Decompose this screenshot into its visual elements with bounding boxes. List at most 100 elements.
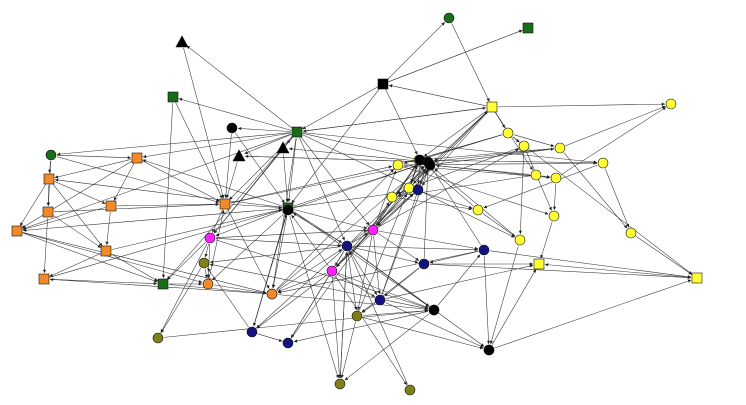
edge-n60-n22 <box>276 165 424 291</box>
edge-n34-n56 <box>215 239 429 309</box>
edge-n54-n57 <box>257 333 283 342</box>
node-n37-navy-circle <box>412 184 424 196</box>
edge-n37-n38 <box>423 192 515 238</box>
node-n11-green-circle <box>45 149 57 161</box>
edge-n9-n33 <box>22 133 292 230</box>
node-n46-green-square <box>157 278 169 290</box>
edge-n60-n15 <box>276 169 394 290</box>
node-n36-navy-circle <box>341 240 353 252</box>
edge-n30-n38 <box>482 213 516 237</box>
node-n15-yellow-circle <box>392 159 404 171</box>
edge-n36-n39 <box>352 245 479 252</box>
node-n1-green-circle <box>443 12 455 24</box>
edge-n10-n18 <box>513 134 555 147</box>
edge-n1-n6 <box>451 23 490 102</box>
edge-n28-n34 <box>215 209 283 237</box>
edge-n30-n63 <box>424 163 474 207</box>
node-n39-navy-circle <box>478 244 490 256</box>
edge-n53-n58 <box>340 321 356 379</box>
node-n25-orange-square <box>42 206 54 218</box>
edge-n59-n36 <box>349 251 408 385</box>
edge-n48-n61 <box>277 294 429 311</box>
edge-n51-n22 <box>293 163 423 209</box>
edge-n9-n11 <box>56 132 292 156</box>
node-n23-yellow-circle <box>530 169 542 181</box>
edge-n36-n50 <box>349 250 378 296</box>
edge-n49-n43 <box>544 263 692 278</box>
edge-n11-n26 <box>56 156 220 204</box>
edge-n19-n32 <box>604 168 630 228</box>
edge-n14-n28 <box>283 153 289 203</box>
edge-n35-n53 <box>357 235 373 311</box>
node-n8-black-circle <box>226 122 238 134</box>
edge-n58-n36 <box>340 251 349 379</box>
node-n18-yellow-circle <box>554 142 566 154</box>
edge-n41-n50 <box>384 267 420 297</box>
edge-n26-n28 <box>230 204 283 210</box>
edge-n34-n42 <box>204 243 209 258</box>
edge-n4-n63 <box>385 89 418 155</box>
edge-n41-n53 <box>361 267 420 313</box>
edge-n6-n4 <box>388 84 487 107</box>
edge-n9-n8 <box>237 126 292 132</box>
edge-n39-n48 <box>277 250 479 294</box>
edge-n29-n30 <box>397 197 473 211</box>
edge-n63-n37 <box>416 165 421 185</box>
node-n31-yellow-circle <box>548 210 560 222</box>
edge-n20-n25 <box>46 184 50 207</box>
edge-n12-n20 <box>54 159 132 179</box>
edge-n36-n37 <box>351 193 414 243</box>
node-n58-olive-circle <box>334 378 346 390</box>
edge-n54-n28 <box>253 213 287 327</box>
node-n14-black-triangle <box>276 141 290 154</box>
edge-n9-n37 <box>302 134 413 188</box>
edge-n50-n43 <box>385 264 534 299</box>
node-n59-olive-circle <box>404 384 416 396</box>
edge-n6-n9 <box>302 107 487 133</box>
node-n34-magenta-circle <box>204 232 216 244</box>
node-n6-yellow-square <box>486 101 498 113</box>
edge-n44-n48 <box>277 272 327 293</box>
edge-n34-n47 <box>206 243 211 279</box>
edge-n4-n2 <box>388 29 523 83</box>
edge-n17-n38 <box>518 151 524 235</box>
edge-n40-n45 <box>49 253 101 277</box>
edge-n25-n45 <box>42 217 48 274</box>
edge-n36-n42 <box>209 246 342 264</box>
edge-n26-n22 <box>230 162 423 204</box>
edge-n33-n46 <box>22 232 158 283</box>
node-n3-black-triangle <box>175 35 189 48</box>
node-n40-orange-square <box>100 245 112 257</box>
edge-n44-n57 <box>290 275 330 339</box>
edge-n24-n7 <box>560 106 667 176</box>
edge-n45-n28 <box>49 209 283 278</box>
edge-n44-n54 <box>256 274 328 329</box>
edge-n11-n20 <box>48 160 52 174</box>
edge-n44-n58 <box>332 276 342 379</box>
edge-n16-n19 <box>424 159 598 165</box>
edge-n14-n34 <box>213 152 280 234</box>
edge-n18-n22 <box>433 148 555 163</box>
edge-n28-n20 <box>54 178 283 208</box>
edge-n28-n36 <box>292 210 343 244</box>
node-n27-orange-square <box>105 200 117 212</box>
edge-n13-n26 <box>226 161 238 199</box>
edge-n6-n10 <box>494 111 506 129</box>
edge-n62-n18 <box>435 147 555 165</box>
edge-n9-n22 <box>302 133 423 162</box>
edge-n5-n26 <box>175 102 223 199</box>
edge-n45-n46 <box>49 279 158 286</box>
node-n17-yellow-circle <box>518 140 530 152</box>
edge-n18-n63 <box>425 148 555 161</box>
node-n20-orange-square <box>43 173 55 185</box>
edge-n33-n60 <box>22 232 267 294</box>
edge-n27-n40 <box>105 211 111 246</box>
edge-n6-n16 <box>423 110 488 157</box>
edge-n20-n33 <box>19 183 47 227</box>
edge-n36-n53 <box>347 251 358 311</box>
node-n32-yellow-circle <box>625 227 637 239</box>
node-n9-green-square <box>291 126 303 138</box>
edge-n19-n30 <box>483 164 598 209</box>
node-n12-orange-square <box>131 152 143 164</box>
